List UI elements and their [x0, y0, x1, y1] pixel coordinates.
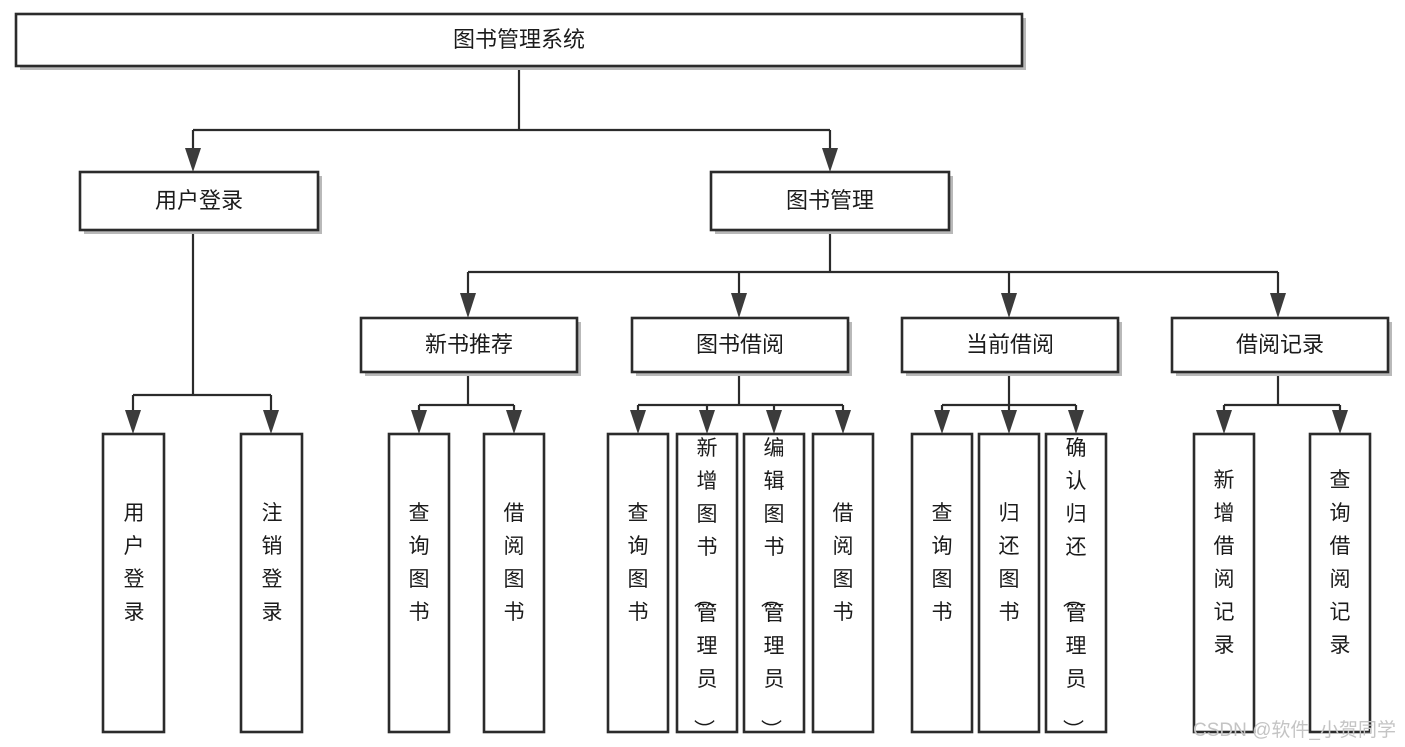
arrow-to-cb-icon — [1001, 293, 1017, 318]
leaf-confirm-return-box — [1044, 432, 1108, 734]
node-br-label: 借阅记录 — [1236, 332, 1324, 357]
leaf-user-login-box — [101, 432, 166, 734]
arrow-nbr-l1-icon — [411, 410, 427, 434]
leaf-add-book[interactable]: 新增图书（管理员） — [675, 432, 739, 740]
arrow-bb-l4-icon — [835, 410, 851, 434]
node-current-borrow[interactable]: 当前借阅 — [900, 316, 1122, 376]
leaf-borrow-book-1-box — [482, 432, 546, 734]
leaf-logout-login[interactable]: 注销登录 — [239, 432, 304, 734]
node-nbr-label: 新书推荐 — [425, 332, 513, 357]
node-root-box — [14, 12, 1024, 68]
leaf-return-book[interactable]: 归还图书 — [977, 432, 1041, 734]
leaf-query-record-label: 查询借阅记录 — [1330, 469, 1351, 657]
node-book-borrow[interactable]: 图书借阅 — [630, 316, 852, 376]
leaf-query-book-3-label: 查询图书 — [932, 502, 953, 624]
node-nbr-box — [359, 316, 579, 374]
node-book-manage-label: 图书管理 — [786, 188, 874, 213]
node-root-label: 图书管理系统 — [453, 27, 585, 52]
node-borrow-record[interactable]: 借阅记录 — [1170, 316, 1392, 376]
leaf-query-book-2[interactable]: 查询图书 — [606, 432, 670, 734]
leaf-borrow-book-1[interactable]: 借阅图书 — [482, 432, 546, 734]
arrow-br-l2-icon — [1332, 410, 1348, 434]
leaf-borrow-book-2-label: 借阅图书 — [833, 502, 854, 624]
leaf-return-book-box — [977, 432, 1041, 734]
arrow-user-login-l2-icon — [263, 410, 279, 434]
node-book-manage[interactable]: 图书管理 — [709, 170, 953, 234]
arrow-user-login-l1-icon — [125, 410, 141, 434]
arrow-cb-l3-icon — [1068, 410, 1084, 434]
arrow-to-br-icon — [1270, 293, 1286, 318]
arrow-br-l1-icon — [1216, 410, 1232, 434]
node-new-book-recommend[interactable]: 新书推荐 — [359, 316, 581, 376]
leaf-borrow-book-2-box — [811, 432, 875, 734]
leaf-edit-book-box — [742, 432, 806, 734]
arrow-to-book-manage-icon — [822, 148, 838, 172]
leaf-query-record-box — [1308, 432, 1372, 734]
leaf-query-book-1-box — [387, 432, 451, 734]
arrow-to-bb-icon — [731, 293, 747, 318]
arrow-bb-l2-icon — [699, 410, 715, 434]
leaf-borrow-book-1-label: 借阅图书 — [504, 502, 525, 624]
leaf-add-book-label: 新增图书（管理员） — [692, 437, 718, 740]
leaf-edit-book[interactable]: 编辑图书（管理员） — [742, 432, 806, 740]
leaf-query-book-1-label: 查询图书 — [409, 502, 430, 624]
leaf-query-book-3-box — [910, 432, 974, 734]
leaf-query-record[interactable]: 查询借阅记录 — [1308, 432, 1372, 734]
leaf-query-book-2-label: 查询图书 — [628, 502, 649, 624]
node-user-login-label: 用户登录 — [155, 188, 243, 213]
leaf-confirm-return[interactable]: 确认归还（管理员） — [1044, 432, 1108, 740]
node-bb-box — [630, 316, 850, 374]
leaf-query-book-3[interactable]: 查询图书 — [910, 432, 974, 734]
leaf-user-login-label: 用户登录 — [124, 502, 145, 624]
node-br-box — [1170, 316, 1390, 374]
leaf-query-book-2-box — [606, 432, 670, 734]
node-user-login[interactable]: 用户登录 — [78, 170, 322, 234]
leaf-edit-book-label: 编辑图书（管理员） — [759, 437, 785, 740]
leaf-add-record[interactable]: 新增借阅记录 — [1192, 432, 1256, 734]
node-bb-label: 图书借阅 — [696, 332, 784, 357]
leaf-logout-login-box — [239, 432, 304, 734]
leaf-borrow-book-2[interactable]: 借阅图书 — [811, 432, 875, 734]
node-book-manage-box — [709, 170, 951, 232]
arrow-to-user-login-icon — [185, 148, 201, 172]
arrow-to-nbr-icon — [460, 293, 476, 318]
arrow-bb-l3-icon — [766, 410, 782, 434]
csdn-watermark: CSDN @软件_小贺同学 — [1193, 719, 1396, 741]
leaf-logout-login-label: 注销登录 — [262, 502, 283, 624]
node-user-login-box — [78, 170, 320, 232]
edge-layer — [125, 66, 1348, 434]
leaf-return-book-label: 归还图书 — [999, 502, 1020, 624]
arrow-cb-l1-icon — [934, 410, 950, 434]
node-cb-label: 当前借阅 — [966, 332, 1054, 357]
node-root[interactable]: 图书管理系统 — [14, 12, 1026, 70]
leaf-add-record-box — [1192, 432, 1256, 734]
node-cb-box — [900, 316, 1120, 374]
arrow-bb-l1-icon — [630, 410, 646, 434]
leaf-query-book-1[interactable]: 查询图书 — [387, 432, 451, 734]
leaf-user-login[interactable]: 用户登录 — [101, 432, 166, 734]
leaf-confirm-return-label: 确认归还（管理员） — [1061, 437, 1087, 740]
leaf-add-record-label: 新增借阅记录 — [1214, 469, 1235, 657]
leaf-add-book-box — [675, 432, 739, 734]
arrow-cb-l2-icon — [1001, 410, 1017, 434]
arrow-nbr-l2-icon — [506, 410, 522, 434]
